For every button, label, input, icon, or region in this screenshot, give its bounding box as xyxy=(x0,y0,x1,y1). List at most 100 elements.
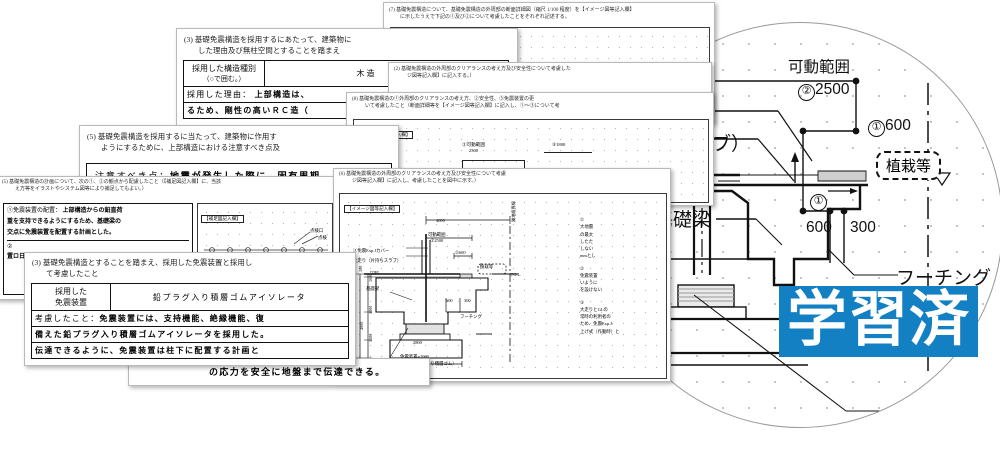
mag-dim-300: 300 xyxy=(850,219,876,236)
mag-clear-circ-lower: ① xyxy=(810,191,827,211)
q6-note-number: ② xyxy=(580,265,584,271)
q6-label-plant: 植栽等 xyxy=(480,264,494,269)
q3s-line2: した理由及び無柱空間とすることを踏まえ xyxy=(198,45,341,55)
table-row: 採用した 免震装置 鉛プラグ入り積層ゴムアイソレータ xyxy=(31,283,349,312)
q6-dim-100: 100 xyxy=(358,265,363,272)
q6-note-line: したた xyxy=(580,238,594,244)
q3d-line1: 基礎免震構造とすることを踏まえ、採用した免震装置と採用し xyxy=(42,258,253,267)
q6-note-line: mmとし xyxy=(580,253,596,259)
mag-device-label-1: 免震装置 φ1000 xyxy=(898,403,1000,425)
q6-note-number: ③ xyxy=(580,299,584,305)
q2-number: (2) xyxy=(394,67,400,72)
q6-dim-1500b: 1500 xyxy=(368,333,373,342)
q3d-table: 採用した 免震装置 鉛プラグ入り積層ゴムアイソレータ 考慮したこと：免震装置には… xyxy=(31,283,349,360)
q5p-item2-chars: 置ロ日める xyxy=(7,254,38,261)
q6-note-line: を設けない xyxy=(580,287,602,293)
q5p-line1: 基礎免震構造の計画について、次の①、②の観点から配慮したこと（【補足図記入欄】に… xyxy=(9,180,222,185)
mag-dim-600: 600 xyxy=(806,219,832,236)
q8-dim-movable: ②可動範囲 2500 xyxy=(462,142,485,153)
q6-label-device-2: （鉛プラグ入り積層ゴム） xyxy=(404,361,457,366)
q6-line2: ジ図等記入欄】に記入し、考慮したことを図中に示す。） xyxy=(352,178,480,184)
q6-dim-total-v: 4000 xyxy=(359,321,364,330)
q6-dim-1000: 1000 xyxy=(368,305,373,314)
q7-number: (7) xyxy=(389,8,395,13)
q6-label-beam: 基礎梁 xyxy=(366,286,380,291)
mag-device-label-2: （鉛プラグ入り積層ゴム） xyxy=(916,423,1000,427)
q6-section-drawing xyxy=(356,216,518,367)
mag-movable-label: 可動範囲 xyxy=(788,58,851,76)
q7-line2: に示したうえで下記の①及び②について考慮したことをそれぞれ記述する。 xyxy=(400,14,570,20)
mag-footing-label: フーチング xyxy=(896,267,992,289)
table-row: 考慮したこと：免震装置には、支持機能、絶縁機能、復 xyxy=(31,310,349,328)
q6-dim-2800: 2800 xyxy=(413,340,422,345)
q6-label-gl: ▽G.L. xyxy=(510,272,522,277)
q2-line2: ジ図等記入欄】に記入する。） xyxy=(407,73,475,79)
document-sheet-q3-device[interactable]: (3) 基礎免震構造とすることを踏まえ、採用した免震装置と採用し て考慮したこと… xyxy=(24,252,356,366)
q6-label-expj: ③免震Exp.Jカバー xyxy=(353,248,390,253)
mag-plant-label: 植栽等 xyxy=(876,151,942,180)
q6-note-line: しない xyxy=(580,246,594,252)
q7-line1: 基礎免震構造について、基礎免震構造の外周部の断面詳細図（縮尺 1/100 程度）… xyxy=(396,8,635,13)
q3s-table-key-sub: （○で囲む。） xyxy=(202,75,246,84)
q6-dim-clear-label: ①600 xyxy=(455,250,466,255)
q6-note-line: 免震装置 xyxy=(580,272,598,278)
q6-dim-top: 4000 xyxy=(436,218,445,223)
q3d-table-key-1: 採用した xyxy=(55,287,87,297)
q3s-answer-label: 採用した理由： xyxy=(187,90,252,100)
q6-note-line: の最大 xyxy=(580,231,594,237)
q5p-supplement-label: 【補足図記入欄】 xyxy=(201,215,244,223)
q6-note-line: いように xyxy=(580,280,598,286)
status-badge-learned: 学習済 xyxy=(779,286,978,357)
q3d-answer-label: 考慮したこと： xyxy=(35,314,100,324)
q8-dim-other: ③1800 xyxy=(552,142,566,147)
q3s-number: (3) xyxy=(184,35,193,44)
table-row: 備えた鉛プラグ入り積層ゴムアイソレータを採用した。 xyxy=(31,326,349,344)
q5u-line1: 基礎免震構造を採用するに当たって、建築物に作用す xyxy=(97,132,277,141)
q3d-answer-line2: 備えた鉛プラグ入り積層ゴムアイソレータを採用した。 xyxy=(31,326,349,344)
q6-label-boundary: 隣地境界線 xyxy=(511,201,516,222)
q6-label-ifl: ▽IFL xyxy=(370,270,380,275)
q5p-annot-2: 点検 xyxy=(318,235,327,240)
q3d-line2: て考慮したこと xyxy=(46,268,99,278)
q3d-answer-line1: 免震装置には、支持機能、絶縁機能、復 xyxy=(99,314,266,324)
q6-note-line: 大地震 xyxy=(580,224,594,230)
q5u-number: (5) xyxy=(87,132,96,141)
q6-label-footing: フーチング xyxy=(460,314,482,319)
q3d-answer-line3: 伝達できるように、免震装置は柱下に配置する計画と xyxy=(31,342,349,360)
q6-note-line: 上げ式（作動時）と xyxy=(580,328,620,334)
q5p-number: (5) xyxy=(2,180,8,185)
q6-dim-movable-value: ②2500 xyxy=(430,238,444,243)
q3d-table-key-2: 免震装置 xyxy=(55,298,87,308)
q6-note-line: 常時の利用者の xyxy=(580,314,611,320)
q6-dim-movable-label: 可動範囲 xyxy=(428,232,446,237)
back-answer-tail: の応力を安全に地盤まで伝達できる。 xyxy=(209,367,386,377)
q5p-annot-1: 点検口 xyxy=(310,228,324,233)
q6-image-area-label: 【イメージ図等記入欄】 xyxy=(344,205,401,213)
q3d-number: (3) xyxy=(32,258,41,267)
q3d-table-value: 鉛プラグ入り積層ゴムアイソレータ xyxy=(110,283,349,312)
q2-line1: 基礎免震構造の外周部のクリアランスの考え方及び安全性について考慮した xyxy=(401,67,571,72)
q6-number: (6) xyxy=(339,172,345,177)
q5p-item1-line2: 重を支持できるようにするため、基礎梁の xyxy=(7,219,121,226)
q5p-item2-label: ② xyxy=(7,240,189,253)
q6-dim-600: 600 xyxy=(446,298,453,303)
status-badge-label: 学習済 xyxy=(787,285,970,355)
q6-label-device-1: 免震装置φ1000 xyxy=(400,354,429,359)
q8-line2: いて考慮したこと（断面詳細等を【イメージ図等記入欄】に記入し、①～③について考 xyxy=(365,103,560,109)
q6-note-line: 大走りとGLの xyxy=(580,306,608,312)
q5p-item1-line1: 上部構造からの鉛直荷 xyxy=(62,208,123,214)
q6-dim-1500a: 1500 xyxy=(368,273,373,282)
q3s-answer-line1: 上部構造は、 xyxy=(254,90,310,100)
document-sheet-q6-clearance[interactable]: (6) 基礎免震構造の外周部のクリアランスの考え方及び安全性について考慮 ジ図等… xyxy=(333,168,671,382)
q6-note-number: ① xyxy=(580,217,584,222)
q6-label-slab: 大走り（片持ちスラブ） xyxy=(353,258,402,263)
q8-number: (8) xyxy=(352,97,358,102)
q6-dim-300: 300 xyxy=(464,298,471,303)
q5p-item1-label: ①免震装置の配置： xyxy=(7,208,62,214)
